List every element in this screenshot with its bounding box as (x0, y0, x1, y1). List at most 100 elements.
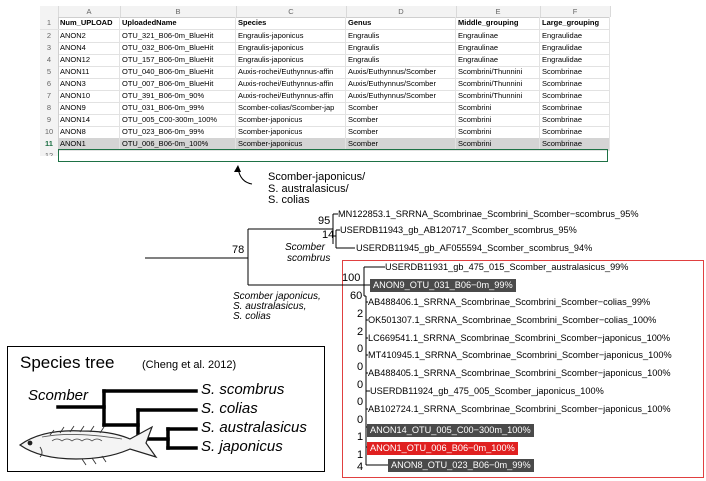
table-cell[interactable]: Scombrini/Thunnini (456, 66, 540, 78)
support-value: 1 (357, 431, 363, 443)
row-number[interactable]: 1 (40, 17, 59, 29)
table-cell[interactable]: Scombrini/Thunnini (456, 90, 540, 102)
table-cell[interactable]: Auxis/Euthynnus/Scomber (346, 66, 456, 78)
table-cell[interactable]: Engraulis-japonicus (236, 30, 346, 42)
row-number[interactable]: 10 (40, 126, 59, 138)
table-cell[interactable]: Scombrini (456, 102, 540, 114)
table-cell[interactable]: ANON10 (58, 90, 120, 102)
table-cell[interactable]: Auxis/Euthynnus/Scomber (346, 90, 456, 102)
table-cell[interactable]: ANON4 (58, 42, 120, 54)
row-number[interactable]: 3 (40, 42, 59, 54)
column-letter[interactable]: A (58, 6, 121, 17)
row-number[interactable]: 2 (40, 30, 59, 42)
leaf-label: MT410945.1_SRRNA_Scombrinae_Scombrini_Sc… (368, 350, 672, 360)
row-number[interactable]: 6 (40, 78, 59, 90)
table-cell[interactable]: Engraulidae (540, 42, 610, 54)
table-cell[interactable]: Scomber (346, 138, 456, 150)
table-cell[interactable]: ANON12 (58, 54, 120, 66)
tree-branches (145, 213, 388, 466)
table-cell[interactable]: OTU_007_B06-0m_BlueHit (120, 78, 236, 90)
table-cell[interactable]: ANON11 (58, 66, 120, 78)
table-cell[interactable]: ANON14 (58, 114, 120, 126)
column-letter[interactable]: C (236, 6, 347, 17)
table-cell[interactable]: Engraulis (346, 42, 456, 54)
table-cell[interactable]: Scomber-japonicus (236, 114, 346, 126)
table-cell[interactable]: Scombrinae (540, 102, 610, 114)
row-number[interactable]: 7 (40, 90, 59, 102)
table-cell[interactable]: Num_UPLOAD (58, 17, 120, 29)
column-letter[interactable]: F (540, 6, 611, 17)
row-number[interactable]: 9 (40, 114, 59, 126)
table-cell[interactable]: Scombrini (456, 114, 540, 126)
table-cell[interactable]: Scombrinae (540, 78, 610, 90)
table-cell[interactable]: Scombrini/Thunnini (456, 78, 540, 90)
corner-cell[interactable] (40, 6, 59, 17)
table-cell[interactable]: OTU_032_B06-0m_BlueHit (120, 42, 236, 54)
table-cell[interactable]: OTU_391_B06-0m_90% (120, 90, 236, 102)
table-cell[interactable]: Scombrinae (540, 138, 610, 150)
table-cell[interactable]: OTU_157_B06-0m_BlueHit (120, 54, 236, 66)
column-letter[interactable]: B (120, 6, 237, 17)
table-cell[interactable]: Engraulis (346, 30, 456, 42)
column-letter[interactable]: E (456, 6, 541, 17)
table-cell[interactable]: Engraulinae (456, 42, 540, 54)
table-cell[interactable]: Engraulis-japonicus (236, 42, 346, 54)
table-cell[interactable]: ANON1 (58, 138, 120, 150)
table-cell[interactable]: OTU_023_B06-0m_99% (120, 126, 236, 138)
table-cell[interactable]: Auxis-rochei/Euthynnus-affin (236, 66, 346, 78)
table-cell[interactable]: Species (236, 17, 346, 29)
support-value: 0 (357, 396, 363, 408)
table-cell[interactable]: Auxis-rochei/Euthynnus-affin (236, 90, 346, 102)
table-cell[interactable]: ANON9 (58, 102, 120, 114)
table-cell[interactable]: Scombrini (456, 126, 540, 138)
table-cell[interactable]: Scombrini (456, 138, 540, 150)
table-cell[interactable]: Scomber (346, 114, 456, 126)
table-cell[interactable]: Engraulis (346, 54, 456, 66)
table-cell[interactable]: UploadedName (120, 17, 236, 29)
table-cell[interactable]: OTU_321_B06-0m_BlueHit (120, 30, 236, 42)
table-cell[interactable]: ANON2 (58, 30, 120, 42)
table-cell[interactable]: OTU_005_C00-300m_100% (120, 114, 236, 126)
table-cell[interactable]: Engraulinae (456, 54, 540, 66)
column-letter[interactable]: D (346, 6, 457, 17)
table-cell[interactable]: Scomber (346, 102, 456, 114)
row-number[interactable]: 8 (40, 102, 59, 114)
table-cell[interactable]: Scombrinae (540, 90, 610, 102)
row-number[interactable]: 4 (40, 54, 59, 66)
table-cell[interactable]: Auxis/Euthynnus/Scomber (346, 78, 456, 90)
row-number[interactable]: 5 (40, 66, 59, 78)
table-cell[interactable]: Scomber-japonicus (236, 138, 346, 150)
table-cell[interactable]: Engraulinae (456, 30, 540, 42)
table-cell[interactable]: OTU_006_B06-0m_100% (120, 138, 236, 150)
table-cell[interactable]: Engraulidae (540, 54, 610, 66)
row-number[interactable]: 11 (40, 138, 59, 150)
table-cell[interactable]: Genus (346, 17, 456, 29)
table-cell[interactable]: Scomber (346, 126, 456, 138)
leaf-label-highlight: ANON8_OTU_023_B06−0m_99% (388, 459, 534, 472)
table-cell[interactable]: Middle_grouping (456, 17, 540, 29)
table-cell[interactable]: OTU_040_B06-0m_BlueHit (120, 66, 236, 78)
table-cell[interactable]: Large_grouping (540, 17, 610, 29)
species-label: S. scombrus (201, 381, 285, 398)
table-cell[interactable]: Scomber-colias/Scomber-jap (236, 102, 346, 114)
table-cell[interactable]: Scombrinae (540, 114, 610, 126)
table-cell[interactable]: ANON8 (58, 126, 120, 138)
table-cell[interactable]: Engraulidae (540, 30, 610, 42)
table-cell[interactable]: Scombrinae (540, 66, 610, 78)
table-cell[interactable]: Scomber-japonicus (236, 126, 346, 138)
table-cell[interactable]: Scombrinae (540, 126, 610, 138)
table-cell[interactable]: OTU_031_B06-0m_99% (120, 102, 236, 114)
table-cell[interactable]: Engraulis-japonicus (236, 54, 346, 66)
table-cell[interactable]: Auxis-rochei/Euthynnus-affin (236, 78, 346, 90)
table-cell[interactable]: ANON3 (58, 78, 120, 90)
